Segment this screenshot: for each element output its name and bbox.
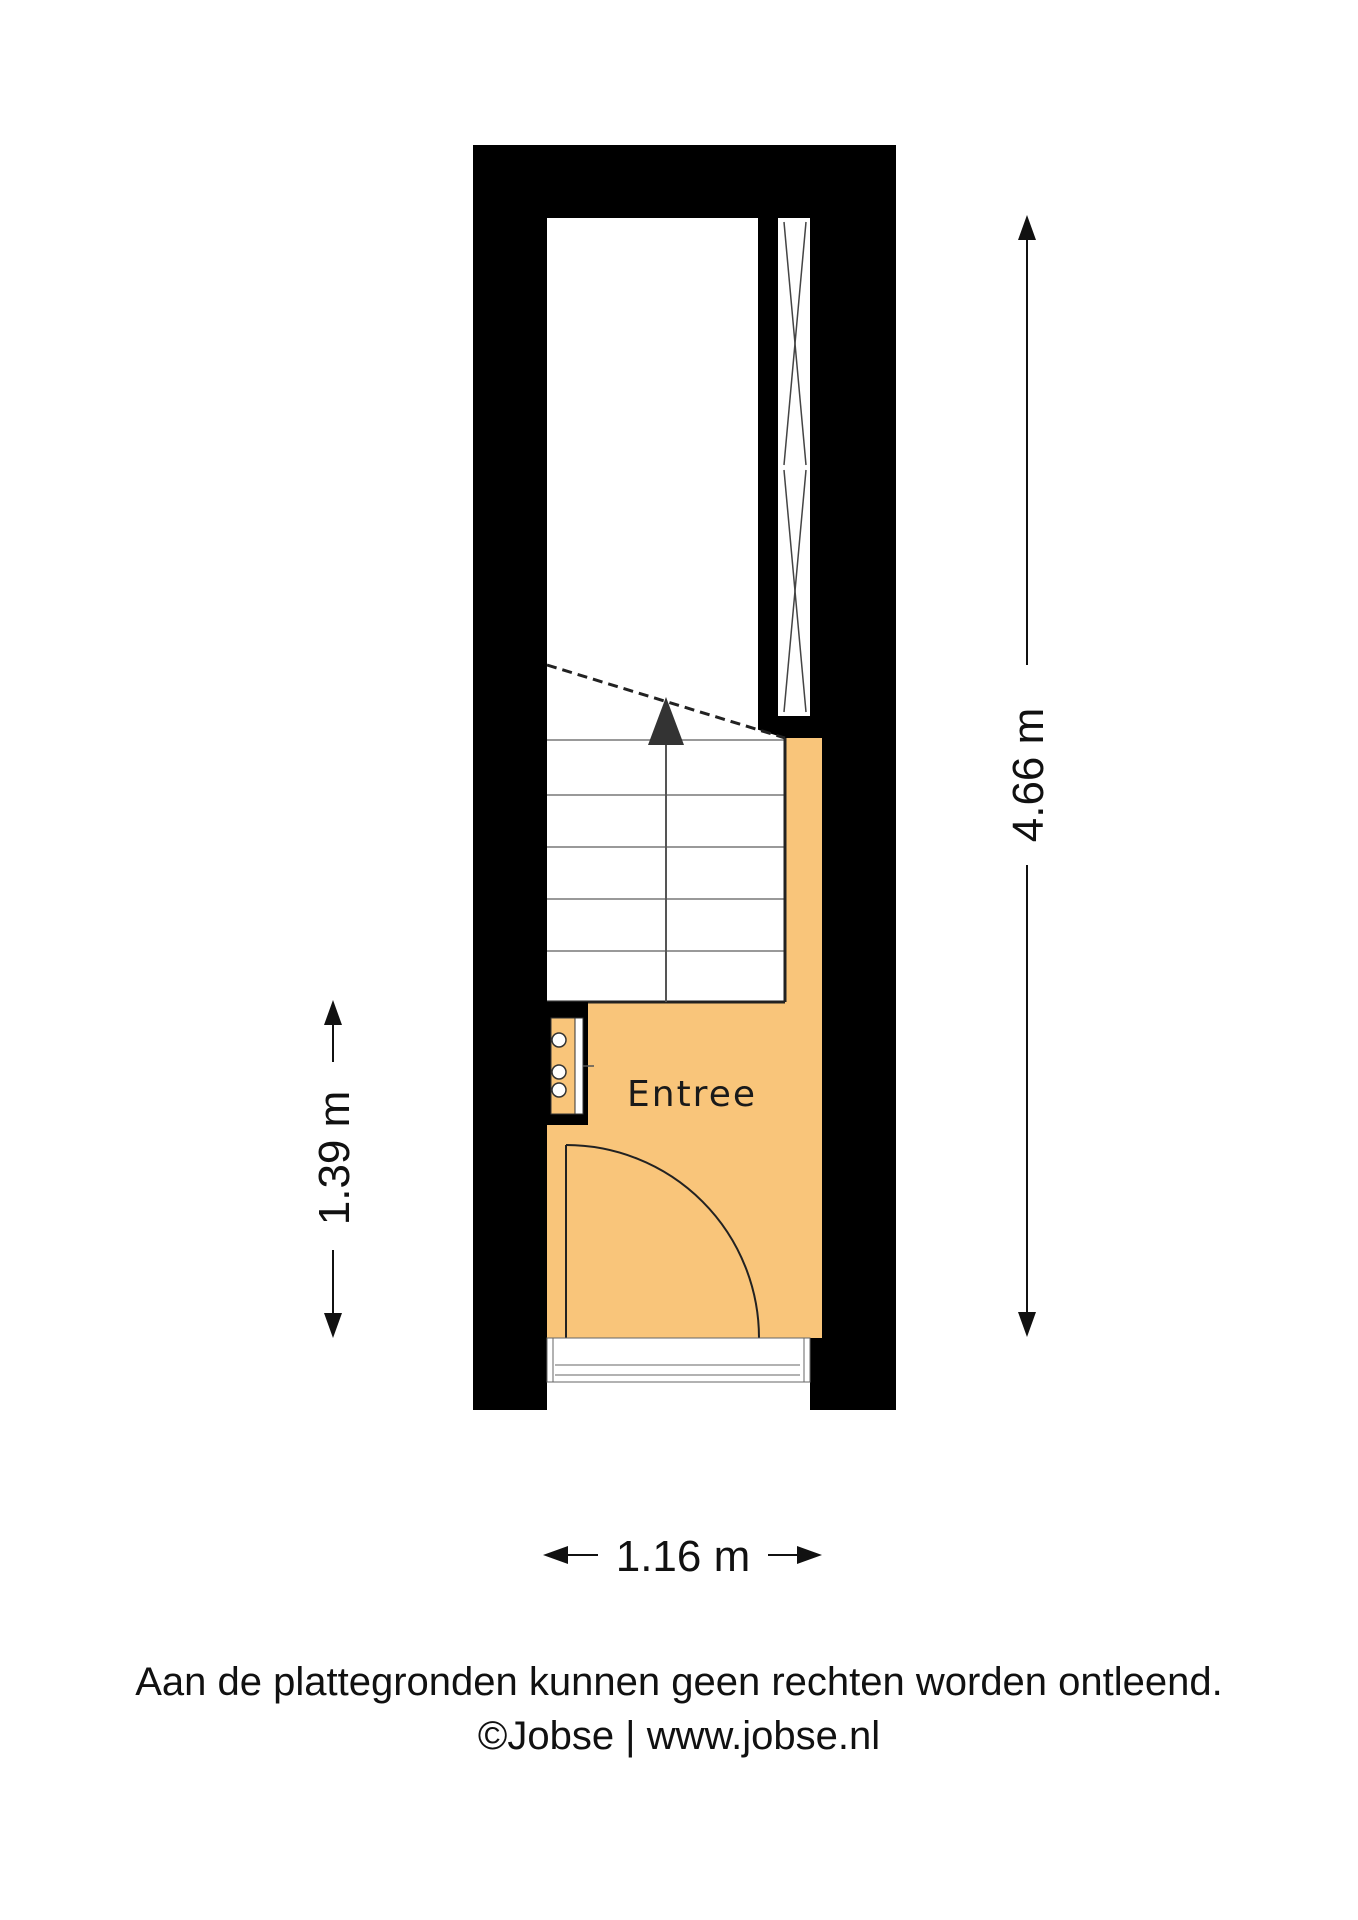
dimension-width-label: 1.16 m <box>616 1532 751 1581</box>
dimension-total-length-label: 4.66 m <box>1004 708 1053 843</box>
arrow-down-icon <box>324 1313 342 1338</box>
arrow-left-icon <box>543 1546 568 1564</box>
room-entree-upper <box>785 738 822 1008</box>
arrow-up-icon <box>324 1000 342 1025</box>
wall-right <box>810 145 896 1410</box>
disclaimer-text: Aan de plattegronden kunnen geen rechten… <box>135 1660 1223 1704</box>
room-entree-main <box>547 1125 822 1338</box>
dimension-total-length: 4.66 m <box>1004 215 1053 1337</box>
door-threshold <box>546 1337 811 1383</box>
arrow-right-icon <box>797 1546 822 1564</box>
right-wall-inner-strip <box>810 218 822 738</box>
stair-up-arrow-icon <box>648 697 684 745</box>
void-shaft <box>780 218 810 716</box>
dimension-width: 1.16 m <box>543 1532 822 1581</box>
void-left-post <box>758 218 778 718</box>
wall-left <box>473 145 547 1410</box>
dimension-room-length-label: 1.39 m <box>310 1091 359 1226</box>
arrow-up-icon <box>1018 215 1036 240</box>
meter-cupboard <box>547 1002 594 1125</box>
dimension-room-length: 1.39 m <box>310 1000 359 1338</box>
walls <box>473 145 896 1410</box>
arrow-down-icon <box>1018 1312 1036 1337</box>
room-entree-side <box>588 1002 822 1132</box>
staircase <box>546 663 787 1004</box>
copyright-text: ©Jobse | www.jobse.nl <box>477 1714 881 1758</box>
room-label: Entree <box>627 1074 757 1115</box>
wall-top <box>473 145 896 218</box>
